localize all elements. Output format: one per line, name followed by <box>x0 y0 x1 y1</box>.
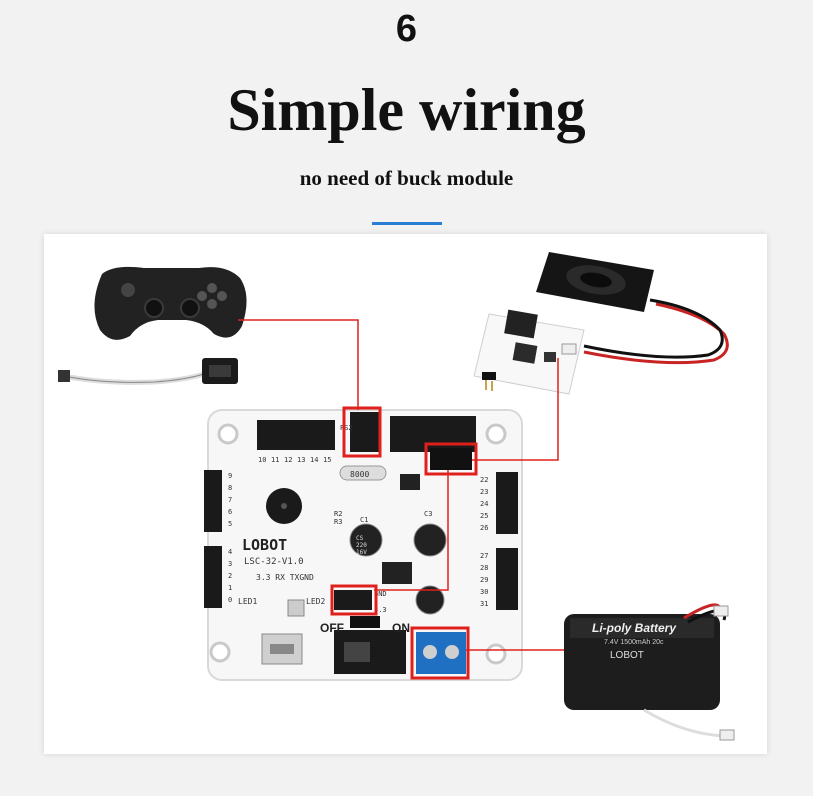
v33-label: 3.3 <box>374 606 387 614</box>
highlight-boxes <box>330 406 478 680</box>
pin-label: 26 <box>480 524 488 532</box>
cap-voltage-label: 16V <box>356 549 367 556</box>
accent-divider <box>372 222 442 225</box>
controller-board <box>204 409 523 681</box>
battery-label: Li-poly Battery <box>592 621 677 635</box>
page-title: Simple wiring <box>227 77 586 143</box>
pin-label: 11 <box>271 456 279 464</box>
ps2-receiver-cable <box>58 358 238 385</box>
pin-label: 23 <box>480 488 488 496</box>
serial-pin-label: 3.3 RX TXGND <box>256 573 314 582</box>
battery-brand: LOBOT <box>610 650 644 661</box>
audio-module-image <box>473 298 729 395</box>
pin-label: 3 <box>228 560 232 568</box>
gnd-label: GND <box>374 590 387 598</box>
pin-label: 27 <box>480 552 488 560</box>
page-subtitle: no need of buck module <box>299 166 514 190</box>
ps2-label: PS2 <box>340 424 353 432</box>
pin-label: 25 <box>480 512 488 520</box>
wiring-photo-panel: LOBOT LSC-32-V1.0 3.3 RX TXGND LED1 LED2… <box>44 234 767 754</box>
r2-label: R2 <box>334 510 342 518</box>
pin-label: 29 <box>480 576 488 584</box>
switch-off-label: OFF <box>320 621 344 635</box>
pin-label: 22 <box>480 476 488 484</box>
pin-label: 9 <box>228 472 232 480</box>
pin-label: 10 <box>258 456 266 464</box>
pin-label: 28 <box>480 564 488 572</box>
board-model: LSC-32-V1.0 <box>244 557 304 567</box>
connection-lines <box>238 319 564 651</box>
led2-label: LED2 <box>306 597 325 606</box>
gamepad-image <box>94 266 247 340</box>
cap3-label: C3 <box>424 510 432 518</box>
pin-label: 5 <box>228 520 232 528</box>
pin-label: 30 <box>480 588 488 596</box>
pin-label: 0 <box>228 596 232 604</box>
speaker-image <box>536 252 654 312</box>
battery-spec: 7.4V 1500mAh 20c <box>604 639 664 646</box>
led1-label: LED1 <box>238 597 257 606</box>
pin-label: 13 <box>297 456 305 464</box>
pin-label: 15 <box>323 456 331 464</box>
r3-label: R3 <box>334 518 342 526</box>
pin-label: 14 <box>310 456 318 464</box>
pin-label: 4 <box>228 548 232 556</box>
pin-label: 8 <box>228 484 232 492</box>
step-number: 6 <box>395 8 418 50</box>
pin-label: 12 <box>284 456 292 464</box>
cap-value-label: 220 <box>356 542 367 549</box>
wiring-illustration: LOBOT LSC-32-V1.0 3.3 RX TXGND LED1 LED2… <box>58 252 735 741</box>
crystal-label: 8000 <box>350 470 369 479</box>
pin-label: 6 <box>228 508 232 516</box>
pin-label: 1 <box>228 584 232 592</box>
pin-label: 31 <box>480 600 488 608</box>
pin-label: 24 <box>480 500 488 508</box>
pin-label: 7 <box>228 496 232 504</box>
cap-brand-label: CS <box>356 535 364 542</box>
cap1-label: C1 <box>360 516 368 524</box>
pin-label: 2 <box>228 572 232 580</box>
battery-image <box>564 603 735 741</box>
switch-on-label: ON <box>392 621 410 635</box>
board-brand: LOBOT <box>242 536 287 554</box>
